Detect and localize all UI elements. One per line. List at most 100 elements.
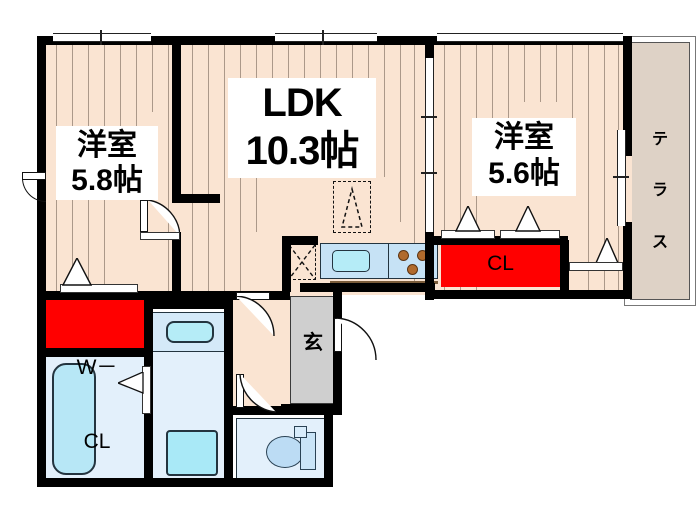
- floor-grain-line: [556, 42, 557, 102]
- sliding-door-mullion-upper: [421, 116, 437, 118]
- toilet-bowl-icon: [266, 436, 304, 468]
- corridor-door[interactable]: [569, 262, 623, 271]
- right-bedroom-size-label: 5.6帖: [488, 157, 560, 190]
- walk-in-closet-wcl-label: W－ CL: [44, 306, 150, 504]
- bath-door-arrow-icon: [116, 371, 144, 394]
- closet-fold-triangle-corridor: [594, 236, 620, 264]
- door-threshold-left-bedroom: [140, 232, 180, 240]
- door-arc-icon: [239, 373, 277, 413]
- fold-door-triangle-icon: [594, 236, 620, 264]
- sliding-door-terrace-mullion: [613, 176, 629, 178]
- wash-basin: [166, 321, 214, 343]
- right-bedroom-title-label: 洋室: [494, 121, 554, 154]
- entrance-genkan-floor: [290, 296, 336, 404]
- ldk-label-plate: [228, 78, 376, 178]
- closet-right-cl: [441, 243, 560, 287]
- door-swing-arc-left-exterior: [22, 178, 46, 202]
- floor-grain-line: [288, 42, 289, 97]
- floor-grain-line: [304, 42, 305, 97]
- right-bedroom-label-plate: [472, 118, 576, 196]
- window-left-bedroom-top-mullion: [100, 30, 102, 45]
- door-swing-arc-ldk-to-hall: [235, 295, 278, 338]
- wall-bath-top: [37, 348, 153, 357]
- door-arc-icon: [147, 199, 181, 237]
- wall-between-ldk-and-right-bedroom-top: [425, 36, 434, 60]
- wall-right-wing-bottom: [425, 290, 632, 299]
- toilet-tank-icon: [300, 432, 316, 470]
- wall-between-left-bedroom-and-ldk-lower: [172, 232, 181, 300]
- ldk-size-label: 10.3帖: [245, 129, 360, 173]
- wall-washroom-top: [144, 300, 233, 309]
- terrace-char-2: ラ: [651, 182, 668, 200]
- wall-wet-area-left: [37, 291, 46, 487]
- fold-door-triangle-icon: [454, 204, 482, 232]
- floor-grain-line: [508, 42, 509, 122]
- ceiling-light-symbol: [333, 181, 371, 233]
- kitchen-sink: [332, 250, 370, 272]
- floor-grain-line: [540, 42, 541, 102]
- window-left-bedroom-top: [53, 33, 151, 42]
- closet-fold-triangle-right-b: [514, 204, 542, 232]
- closet-fold-triangle-right-a: [454, 204, 482, 232]
- wall-wet-area-right: [324, 404, 333, 487]
- stove-burner-icon: [398, 250, 409, 261]
- fold-door-arrow-icon: [116, 371, 144, 394]
- wall-toilet-left-divider: [224, 404, 233, 487]
- door-swing-arc-left-bedroom-to-ldk: [140, 199, 181, 240]
- terrace-area: [630, 42, 690, 300]
- floor-grain-line: [208, 42, 209, 292]
- wall-left-bedroom-bottom: [37, 291, 181, 300]
- walk-in-closet-wcl: [44, 300, 150, 355]
- kitchen-stove-area: [388, 243, 438, 279]
- window-right-bedroom-top: [437, 33, 623, 42]
- door-swing-arc-hall-to-washroom: [236, 373, 278, 414]
- wall-kitchen-back: [282, 236, 318, 245]
- wall-toilet-top: [224, 406, 333, 415]
- wall-exterior-left-upper: [37, 36, 46, 300]
- floor-grain-line: [460, 42, 461, 292]
- wall-exterior-right-lower: [623, 222, 632, 298]
- wall-exterior-right-upper: [623, 36, 632, 156]
- wall-between-ldk-and-right-bedroom-bottom: [425, 230, 434, 300]
- window-ldk-top-mullion: [322, 30, 324, 45]
- floor-grain-line: [572, 42, 573, 122]
- sliding-door-ldk-right-bedroom: [425, 58, 434, 232]
- door-leaf-left-bedroom-to-ldk[interactable]: [140, 200, 148, 232]
- floor-grain-line: [136, 42, 137, 134]
- left-bedroom-title-label: 洋室: [77, 129, 137, 162]
- floor-grain-line: [414, 42, 415, 292]
- wall-ldk-bottom-right: [300, 283, 435, 292]
- wcl-label-line2: CL: [83, 429, 111, 453]
- stove-burner-icon: [407, 264, 418, 275]
- floor-grain-line: [168, 42, 169, 292]
- floor-grain-line: [588, 42, 589, 292]
- terrace-char-3: ス: [651, 234, 668, 252]
- ceiling-vent-cross-icon: [288, 244, 316, 280]
- wall-door-head-stub: [172, 194, 220, 203]
- left-bedroom-label-plate: [56, 126, 158, 200]
- floor-grain-line: [192, 42, 193, 292]
- entrance-label: 玄: [303, 332, 323, 354]
- floor-grain-line: [272, 42, 273, 97]
- closet-fold-triangle-left-bedroom: [61, 256, 93, 286]
- closet-door-left-bedroom[interactable]: [60, 284, 138, 293]
- floor-grain-line: [400, 42, 401, 222]
- kitchen-counter-edge: [330, 281, 438, 284]
- left-bedroom-size-label: 5.8帖: [71, 164, 143, 197]
- wall-ldk-kitchen-wall-vertical: [282, 236, 291, 292]
- door-swing-arc-entrance: [335, 317, 380, 362]
- floor-grain-line: [120, 42, 121, 162]
- terrace-char-1: テ: [651, 130, 668, 148]
- wall-genkan-right: [333, 291, 342, 415]
- sliding-glass-door-to-terrace: [617, 130, 626, 226]
- wall-genkan-left: [281, 291, 290, 300]
- wall-genkan-bottom: [281, 404, 333, 415]
- toilet-flush-button-icon: [294, 426, 307, 438]
- wall-wet-area-bottom: [37, 478, 333, 487]
- door-arc-icon: [235, 295, 275, 337]
- floor-grain-line: [604, 42, 605, 292]
- wall-between-left-bedroom-and-ldk: [172, 36, 181, 200]
- wall-right-wing-mid-divider: [560, 240, 569, 292]
- floor-grain-line: [444, 42, 445, 292]
